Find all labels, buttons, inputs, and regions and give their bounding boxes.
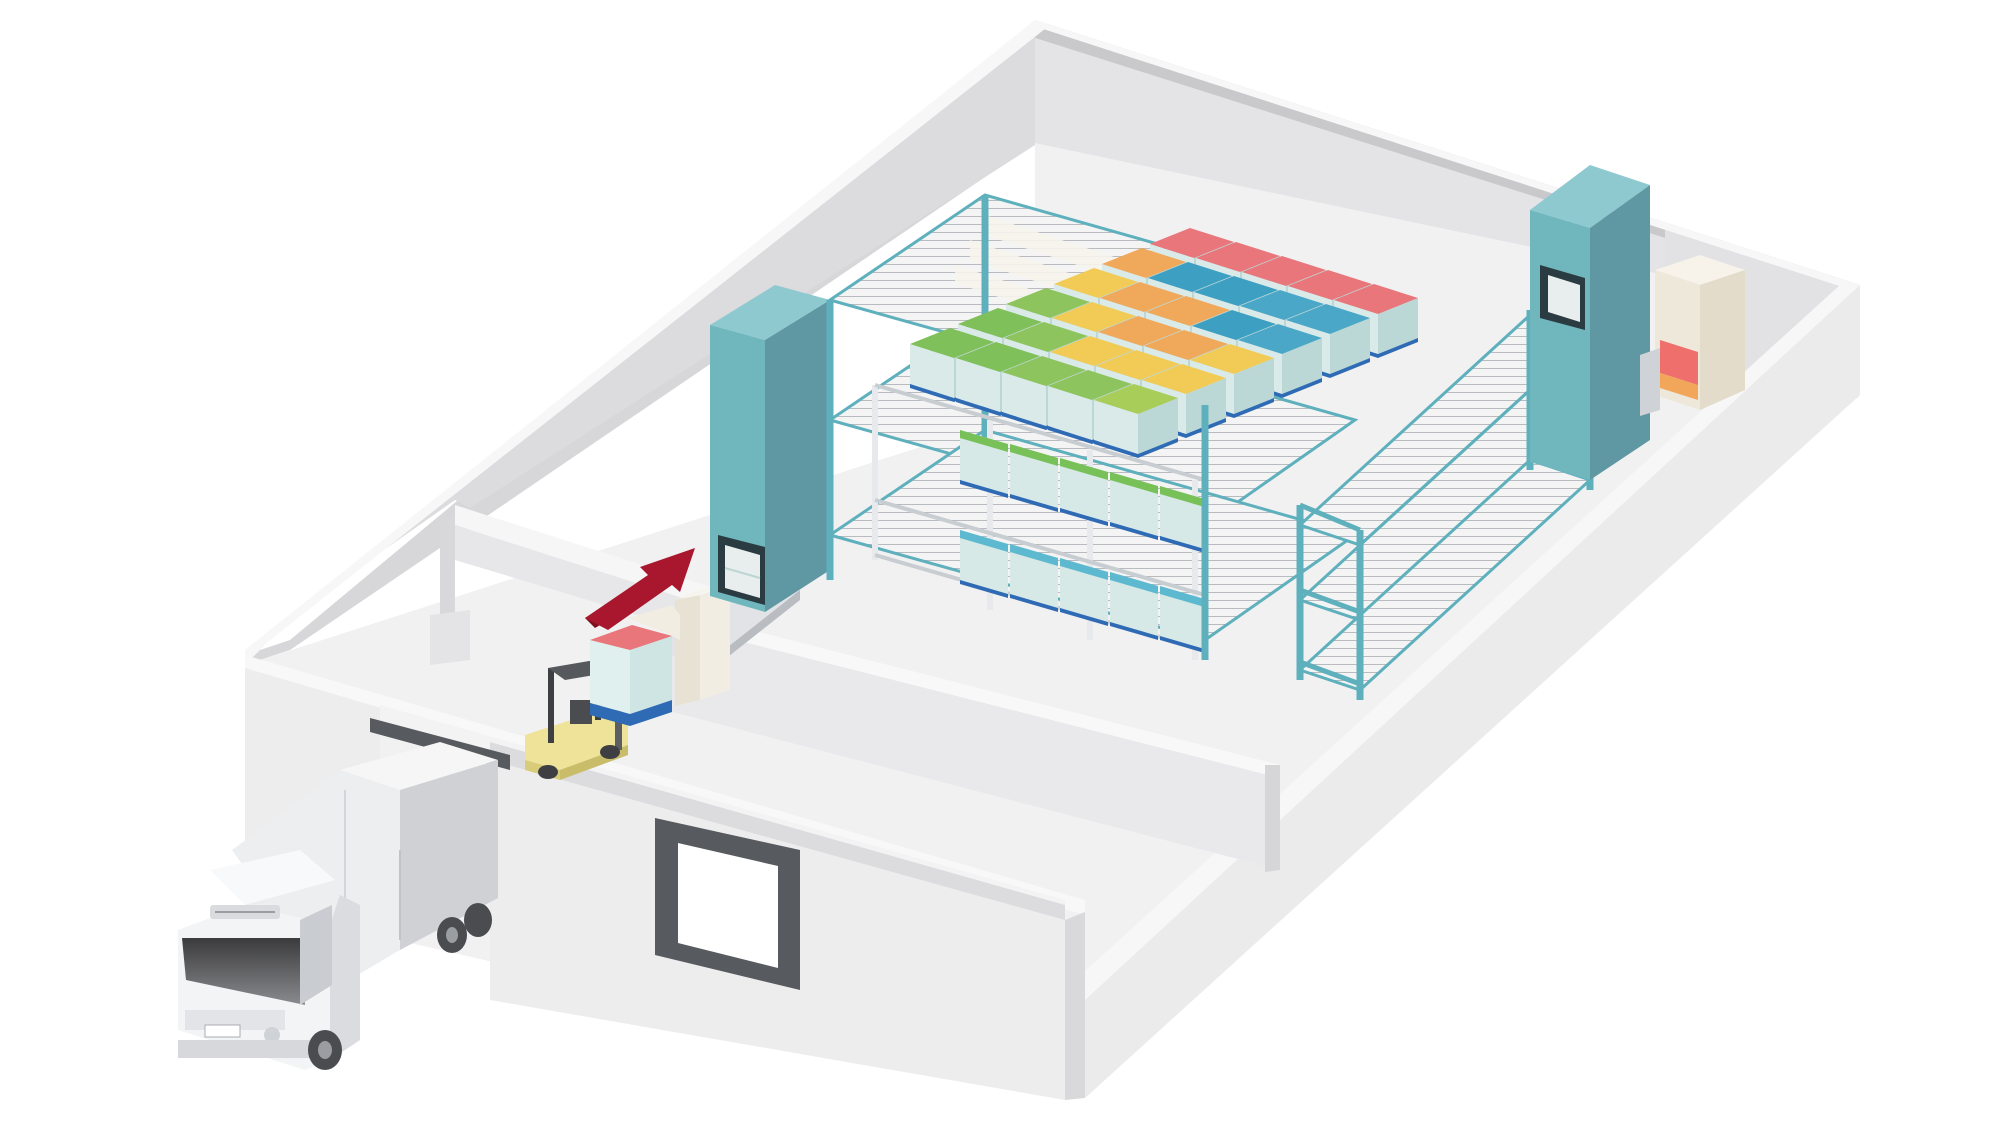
partition-wall-2-end xyxy=(1265,765,1280,872)
incoming-bin xyxy=(590,605,680,726)
lift-tower-right-front xyxy=(1530,210,1590,480)
bin-lid xyxy=(1190,344,1274,374)
bin-low-base xyxy=(1010,594,1058,612)
bin-mid-base xyxy=(1060,508,1108,526)
bin-lid xyxy=(1054,268,1138,298)
lift-tower-right-side xyxy=(1590,185,1650,480)
bin-lid xyxy=(1240,290,1324,320)
partition-wall-2 xyxy=(665,620,1280,870)
bin-face-front xyxy=(1002,372,1046,426)
lift-tower-left-side xyxy=(765,300,830,612)
bin-face-front xyxy=(956,358,1000,412)
bin-lid xyxy=(1334,284,1418,314)
bin-lid xyxy=(1146,296,1230,326)
bin-lid xyxy=(956,342,1040,372)
bin-mid-base xyxy=(960,480,1008,498)
bin-low-base xyxy=(1160,636,1208,654)
bin-lid xyxy=(1102,248,1186,278)
bin-lid xyxy=(1052,302,1136,332)
bin-mid-lid xyxy=(1160,486,1208,508)
right-outer-wall xyxy=(1085,285,1860,1098)
bin-face-side xyxy=(1282,338,1322,394)
bin-lid xyxy=(1048,370,1132,400)
bin-lid xyxy=(910,328,994,358)
bin-mid-lid xyxy=(1010,444,1058,466)
lift-tower-left xyxy=(710,285,830,612)
bin-stack xyxy=(910,228,1418,654)
bin-face-side xyxy=(1138,398,1178,454)
bin-lid xyxy=(1100,282,1184,312)
right-rack xyxy=(1201,310,1594,700)
bin-low-base xyxy=(960,580,1008,598)
lift-tower-right xyxy=(1530,165,1650,480)
truck-cab-side xyxy=(330,895,360,1060)
wall-rim-right xyxy=(1035,20,1860,292)
output-station xyxy=(1640,255,1745,416)
lift-tower-left-top xyxy=(710,285,830,340)
bin-lid xyxy=(1144,330,1228,360)
partition-short xyxy=(440,515,455,640)
dock-door-front xyxy=(655,818,800,990)
partition-front xyxy=(430,610,470,665)
bin-lid xyxy=(1286,304,1370,334)
bin-lid xyxy=(1142,364,1226,394)
transfer-station xyxy=(700,585,730,700)
bin-lid xyxy=(1148,262,1232,292)
bin-lid xyxy=(1050,336,1134,366)
truck-cargo-top xyxy=(340,742,498,790)
building-shell xyxy=(245,20,1860,1100)
inbound-conveyor xyxy=(650,575,800,706)
bin-lid xyxy=(1150,228,1234,258)
lift-tower-right-top xyxy=(1530,165,1650,228)
bin-face-side xyxy=(1330,318,1370,374)
bin-low-lid xyxy=(1160,586,1208,608)
bin-lid xyxy=(1094,384,1178,414)
forklift xyxy=(525,660,628,780)
partition-wall-2-top xyxy=(665,608,1280,778)
bin-lid xyxy=(1194,276,1278,306)
bin-lid xyxy=(1196,242,1280,272)
bin-lid xyxy=(1192,310,1276,340)
bin-mid-lid xyxy=(1060,458,1108,480)
bin-mid-lid xyxy=(960,430,1008,452)
wall-rim-left xyxy=(245,20,1050,665)
bin-lid xyxy=(1288,270,1372,300)
back-right-wall-face xyxy=(1035,38,1665,275)
bin-face-side xyxy=(1378,298,1418,354)
bin-mid-lid xyxy=(1110,472,1158,494)
bin-face-side xyxy=(1234,358,1274,414)
mid-partition-face xyxy=(490,742,1065,920)
bin-lid xyxy=(1238,324,1322,354)
bin-base xyxy=(1094,438,1178,458)
forklift-body xyxy=(525,712,628,770)
truck-windshield xyxy=(182,938,305,1005)
bin-face-front xyxy=(1048,386,1092,440)
bin-lid xyxy=(1006,288,1090,318)
bin-lid xyxy=(1096,350,1180,380)
bin-low-lid xyxy=(1110,572,1158,594)
bin-lid xyxy=(1002,356,1086,386)
bin-lid xyxy=(1242,256,1326,286)
front-wall-end xyxy=(1065,912,1085,1100)
bin-lid xyxy=(958,308,1042,338)
truck-cab-roof xyxy=(210,850,335,905)
bin-face-front xyxy=(910,344,954,398)
bin-low-base xyxy=(1060,608,1108,626)
bin-lid xyxy=(1004,322,1088,352)
bin-low-lid xyxy=(1060,558,1108,580)
bin-face-front xyxy=(1094,400,1138,454)
truck xyxy=(178,742,498,1070)
bin-mid-base xyxy=(1110,522,1158,540)
bin-mid-base xyxy=(1160,536,1208,554)
bin-low-base xyxy=(1110,622,1158,640)
truck-cargo-side xyxy=(400,760,498,950)
bin-low-lid xyxy=(960,530,1008,552)
bin-low-lid xyxy=(1010,544,1058,566)
bin-lid xyxy=(1098,316,1182,346)
bin-mid-base xyxy=(1010,494,1058,512)
inbound-arrow xyxy=(585,548,695,630)
